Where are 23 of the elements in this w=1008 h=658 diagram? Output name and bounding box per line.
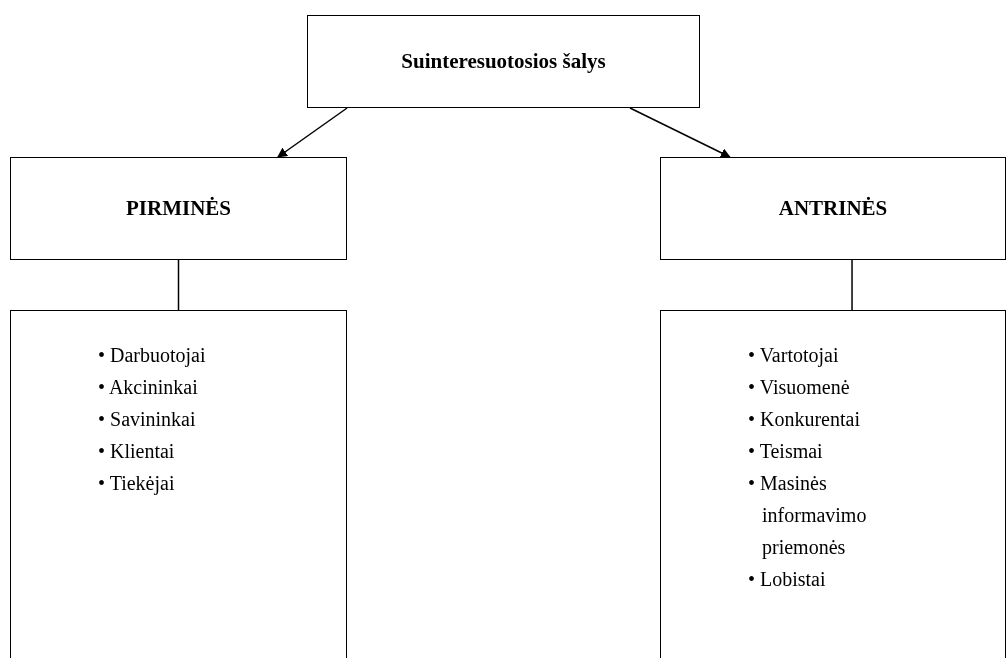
list-box — [660, 310, 1006, 658]
list-item: • Teismai — [748, 439, 824, 464]
list-item: • Vartotojai — [748, 343, 840, 369]
connector-line — [851, 259, 853, 311]
list-item: • Klientai — [98, 439, 176, 464]
arrow — [277, 107, 348, 158]
list-item: • Masinės informavimo priemonės — [748, 471, 868, 561]
list-item: • Tiekėjai — [98, 471, 176, 497]
list-item: • Lobistai — [748, 567, 827, 592]
heading-box — [307, 15, 700, 108]
list-item: • Darbuotojai — [98, 343, 207, 369]
heading-box — [10, 157, 347, 260]
list-item: • Konkurentai — [748, 407, 861, 432]
heading-text: Suinteresuotosios šalys — [401, 47, 606, 75]
connector-line — [177, 259, 180, 311]
list-item: • Savininkai — [98, 407, 197, 432]
heading-text: PIRMINĖS — [126, 194, 231, 222]
list-item: • Visuomenė — [748, 375, 851, 400]
list-item: • Akcininkai — [98, 375, 199, 400]
heading-box — [660, 157, 1006, 260]
arrow — [629, 107, 731, 158]
heading-text: ANTRINĖS — [778, 194, 888, 222]
list-box — [10, 310, 347, 658]
